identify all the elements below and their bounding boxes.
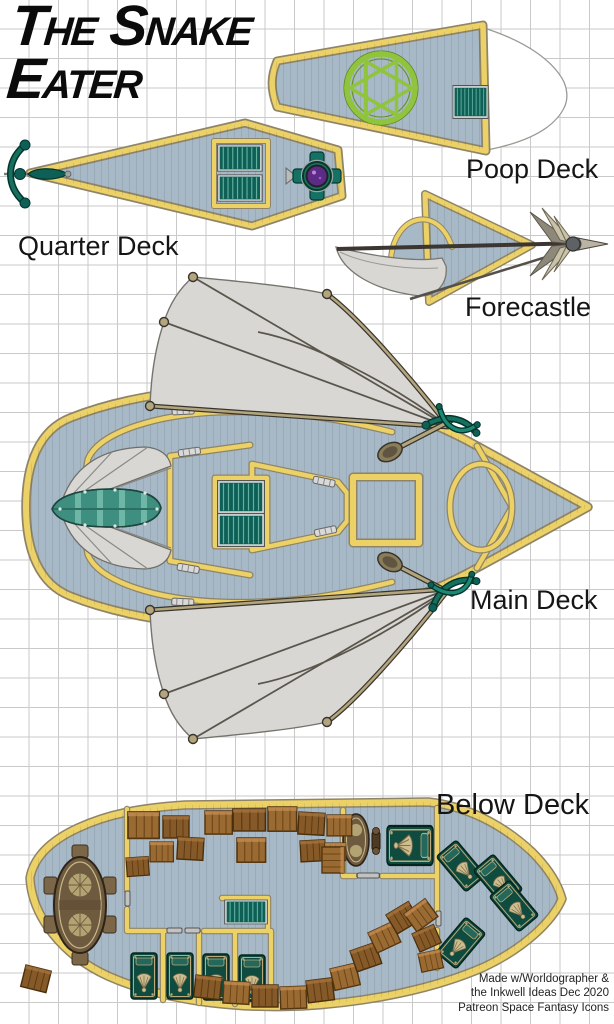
crate-icon bbox=[321, 846, 345, 874]
forecastle bbox=[335, 194, 609, 302]
crate-icon bbox=[19, 964, 52, 994]
harpoon-spearhead-icon bbox=[529, 207, 609, 281]
map-title-line2: Eater bbox=[4, 47, 144, 111]
crate-icon bbox=[176, 836, 205, 862]
crate-icon bbox=[127, 811, 161, 840]
door-icon bbox=[435, 910, 442, 927]
door-icon bbox=[124, 890, 131, 907]
crate-icon bbox=[204, 810, 234, 835]
poop-deck bbox=[272, 25, 568, 151]
companionway-stairs-icon bbox=[216, 144, 263, 172]
main-deck bbox=[26, 273, 588, 744]
companionway-stairs-icon bbox=[452, 84, 489, 120]
companionway-stairs-icon bbox=[216, 174, 263, 202]
crate-icon bbox=[279, 985, 308, 1010]
quarter-deck bbox=[4, 123, 342, 226]
bowsprit-spar-icon bbox=[336, 241, 585, 251]
stern-figurehead-icon bbox=[4, 140, 71, 208]
crate-icon bbox=[232, 808, 267, 832]
launch-boat-icon bbox=[335, 246, 447, 297]
door-icon bbox=[184, 927, 201, 934]
yardarm-icon bbox=[377, 417, 455, 463]
crate-icon bbox=[222, 980, 251, 1006]
bed-icon bbox=[130, 952, 158, 1000]
bed-icon bbox=[385, 824, 435, 867]
door-icon bbox=[356, 872, 381, 879]
deck-label-poop: Poop Deck bbox=[466, 154, 599, 184]
crate-icon bbox=[236, 837, 267, 863]
crate-icon bbox=[305, 977, 336, 1004]
crate-icon bbox=[297, 811, 326, 837]
cargo-hatch-grate-icon bbox=[348, 472, 424, 548]
deck-label-main: Main Deck bbox=[470, 585, 598, 615]
crate-icon bbox=[326, 814, 353, 837]
crate-icon bbox=[149, 841, 175, 863]
bat-wing-sail-bottom-icon bbox=[146, 589, 450, 744]
crate-icon bbox=[417, 948, 445, 973]
deck-label-below: Below Deck bbox=[436, 789, 590, 821]
crate-icon bbox=[162, 815, 190, 839]
map-title-line1: The Snake bbox=[8, 0, 255, 58]
door-icon bbox=[166, 927, 183, 934]
credits-line3: Patreon Space Fantasy Icons bbox=[458, 1001, 609, 1014]
map-title: The Snake Eater bbox=[4, 0, 255, 111]
ships-boat-icon bbox=[51, 488, 162, 528]
bed-icon bbox=[166, 952, 194, 1000]
stairs-icon bbox=[223, 899, 269, 925]
crate-icon bbox=[193, 974, 223, 1001]
bat-wing-sail-top-icon bbox=[146, 273, 450, 428]
companionway-stairs-icon bbox=[216, 512, 266, 548]
deck-label-quarter: Quarter Deck bbox=[18, 231, 179, 261]
credits-line1: Made w/Worldographer & bbox=[478, 973, 609, 985]
crate-icon bbox=[251, 984, 279, 1008]
below-deck bbox=[19, 802, 562, 1010]
crate-icon bbox=[125, 855, 150, 878]
banquet-table-icon bbox=[43, 844, 117, 966]
hull-nose-outline-icon bbox=[483, 27, 568, 151]
crate-icon bbox=[267, 806, 298, 832]
deck-label-forecastle: Forecastle bbox=[465, 292, 592, 322]
companionway-stairs-icon bbox=[216, 479, 266, 515]
pedestal-icon bbox=[371, 827, 381, 855]
credits-line2: the Inkwell Ideas Dec 2020 bbox=[470, 987, 609, 1000]
credits: Made w/Worldographer & the Inkwell Ideas… bbox=[458, 972, 609, 1015]
